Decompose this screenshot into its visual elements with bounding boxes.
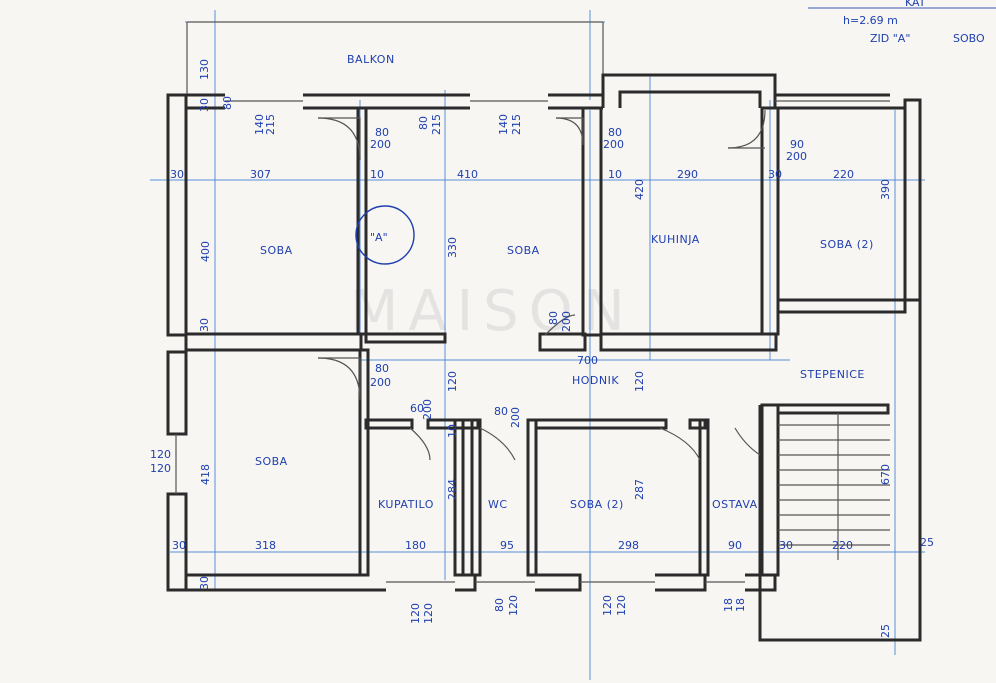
dim-215: 215 <box>510 114 523 135</box>
dim-80: 80 <box>547 311 560 325</box>
dim-307: 307 <box>250 168 271 181</box>
door-swings <box>317 109 766 461</box>
dim-120: 120 <box>446 371 459 392</box>
dim-30: 30 <box>768 168 782 181</box>
header-notes: KAT h=2.69 m ZID "A" SOBO <box>808 0 996 45</box>
exterior-walls <box>166 73 922 642</box>
dim-80: 80 <box>493 598 506 612</box>
note-extra: SOBO <box>953 32 985 45</box>
dim-30: 30 <box>170 168 184 181</box>
dim-318: 318 <box>255 539 276 552</box>
dim-418: 418 <box>199 464 212 485</box>
dim-120: 120 <box>150 462 171 475</box>
room-soba-4: SOBA <box>255 455 288 468</box>
dim-120: 120 <box>422 603 435 624</box>
dim-290: 290 <box>677 168 698 181</box>
wall-a-marker-label: "A" <box>370 231 388 244</box>
dim-90: 90 <box>728 539 742 552</box>
room-kupatilo: KUPATILO <box>378 498 434 511</box>
dim-130: 130 <box>198 59 211 80</box>
dim-25: 25 <box>879 624 892 638</box>
dim-30: 30 <box>198 576 211 590</box>
room-soba-3: SOBA (2) <box>820 238 874 251</box>
dim-200: 200 <box>421 399 434 420</box>
dim-400: 400 <box>199 241 212 262</box>
dim-298: 298 <box>618 539 639 552</box>
dim-140: 140 <box>497 114 510 135</box>
dim-80: 80 <box>375 362 389 375</box>
dim-200: 200 <box>786 150 807 163</box>
dim-180: 180 <box>405 539 426 552</box>
room-kuhinja: KUHINJA <box>651 233 700 246</box>
interior-walls <box>184 106 907 577</box>
dim-25: 25 <box>920 536 934 549</box>
dim-95: 95 <box>500 539 514 552</box>
dimension-labels: 130 30 307 10 410 10 290 30 220 400 330 … <box>150 59 934 638</box>
dim-200: 200 <box>370 376 391 389</box>
dim-200: 200 <box>370 138 391 151</box>
room-hodnik: HODNIK <box>572 374 619 387</box>
note-height: h=2.69 m <box>843 14 898 27</box>
dim-10: 10 <box>370 168 384 181</box>
dim-215: 215 <box>264 114 277 135</box>
note-wall-a: ZID "A" <box>870 32 910 45</box>
dim-330: 330 <box>446 237 459 258</box>
stairs <box>778 413 890 560</box>
dim-120: 120 <box>150 448 171 461</box>
dim-30: 30 <box>198 318 211 332</box>
room-soba-5: SOBA (2) <box>570 498 624 511</box>
dim-60: 60 <box>410 402 424 415</box>
room-ostava: OSTAVA <box>712 498 758 511</box>
dim-670: 670 <box>879 464 892 485</box>
wall-a-marker <box>355 205 415 265</box>
dim-10: 10 <box>446 424 459 438</box>
dim-80: 80 <box>375 126 389 139</box>
dim-80: 80 <box>417 116 430 130</box>
dim-30: 30 <box>198 98 211 112</box>
dim-120: 120 <box>615 595 628 616</box>
dim-284: 284 <box>446 479 459 500</box>
dim-220: 220 <box>833 168 854 181</box>
dim-18: 18 <box>734 598 747 612</box>
room-soba-1: SOBA <box>260 244 293 257</box>
dim-420: 420 <box>633 179 646 200</box>
dim-200: 200 <box>603 138 624 151</box>
note-kat: KAT <box>905 0 926 9</box>
dim-10: 10 <box>608 168 622 181</box>
dim-200: 200 <box>509 407 522 428</box>
dim-120: 120 <box>409 603 422 624</box>
dim-30: 30 <box>172 539 186 552</box>
dim-140: 140 <box>253 114 266 135</box>
dim-220: 220 <box>832 539 853 552</box>
dim-80: 80 <box>608 126 622 139</box>
dim-120: 120 <box>633 371 646 392</box>
dim-410: 410 <box>457 168 478 181</box>
dim-120: 120 <box>601 595 614 616</box>
room-labels: BALKON SOBA SOBA KUHINJA SOBA (2) SOBA K… <box>255 53 874 511</box>
room-wc: WC <box>488 498 508 511</box>
dim-287: 287 <box>633 479 646 500</box>
room-stepenice: STEPENICE <box>800 368 865 381</box>
room-soba-2: SOBA <box>507 244 540 257</box>
dim-200: 200 <box>560 311 573 332</box>
dim-90: 90 <box>790 138 804 151</box>
dim-700: 700 <box>577 354 598 367</box>
dim-18: 18 <box>722 598 735 612</box>
dim-120: 120 <box>507 595 520 616</box>
dim-80: 80 <box>494 405 508 418</box>
room-balkon: BALKON <box>347 53 395 66</box>
dim-80: 80 <box>221 96 234 110</box>
dim-215: 215 <box>430 114 443 135</box>
dim-390: 390 <box>879 179 892 200</box>
dim-30: 30 <box>779 539 793 552</box>
